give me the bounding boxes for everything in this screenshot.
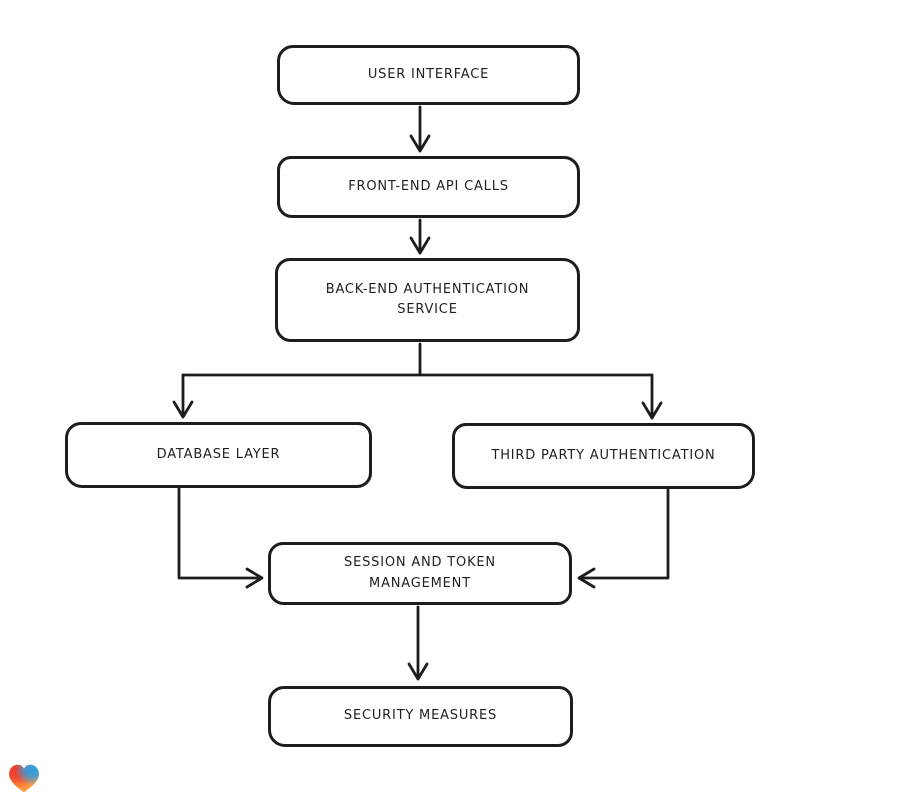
edge-database-to-session bbox=[177, 487, 264, 589]
edge-ui-to-api bbox=[409, 105, 431, 153]
node-back-end-authentication-service-label: BACK-END AUTHENTICATION SERVICE bbox=[325, 281, 530, 317]
node-security-measures: SECURITY MEASURES bbox=[268, 686, 573, 747]
node-third-party-authentication-label: THIRD PARTY AUTHENTICATION bbox=[491, 447, 716, 463]
edge-session-to-security bbox=[407, 605, 429, 681]
node-database-layer-label: DATABASE LAYER bbox=[156, 446, 281, 462]
node-security-measures-label: SECURITY MEASURES bbox=[343, 708, 498, 724]
edge-third-party-to-session bbox=[577, 488, 670, 589]
gradient-heart-icon bbox=[9, 764, 39, 793]
node-third-party-authentication: THIRD PARTY AUTHENTICATION bbox=[452, 423, 755, 489]
node-database-layer: DATABASE LAYER bbox=[65, 422, 372, 488]
edge-auth-to-third-party bbox=[641, 373, 663, 420]
node-session-and-token-management: SESSION AND TOKEN MANAGEMENT bbox=[268, 542, 572, 605]
edge-api-to-auth bbox=[409, 218, 431, 255]
edge-auth-to-database bbox=[172, 373, 194, 419]
node-back-end-authentication-service: BACK-END AUTHENTICATION SERVICE bbox=[275, 258, 580, 342]
node-user-interface-label: USER INTERFACE bbox=[367, 66, 490, 82]
edge-auth-branch-trunk bbox=[181, 342, 654, 377]
node-front-end-api-calls-label: FRONT-END API CALLS bbox=[348, 178, 509, 194]
node-session-and-token-management-label: SESSION AND TOKEN MANAGEMENT bbox=[344, 555, 496, 591]
node-front-end-api-calls: FRONT-END API CALLS bbox=[277, 156, 580, 218]
watermark-badge[interactable] bbox=[7, 762, 41, 795]
node-user-interface: USER INTERFACE bbox=[277, 45, 580, 105]
